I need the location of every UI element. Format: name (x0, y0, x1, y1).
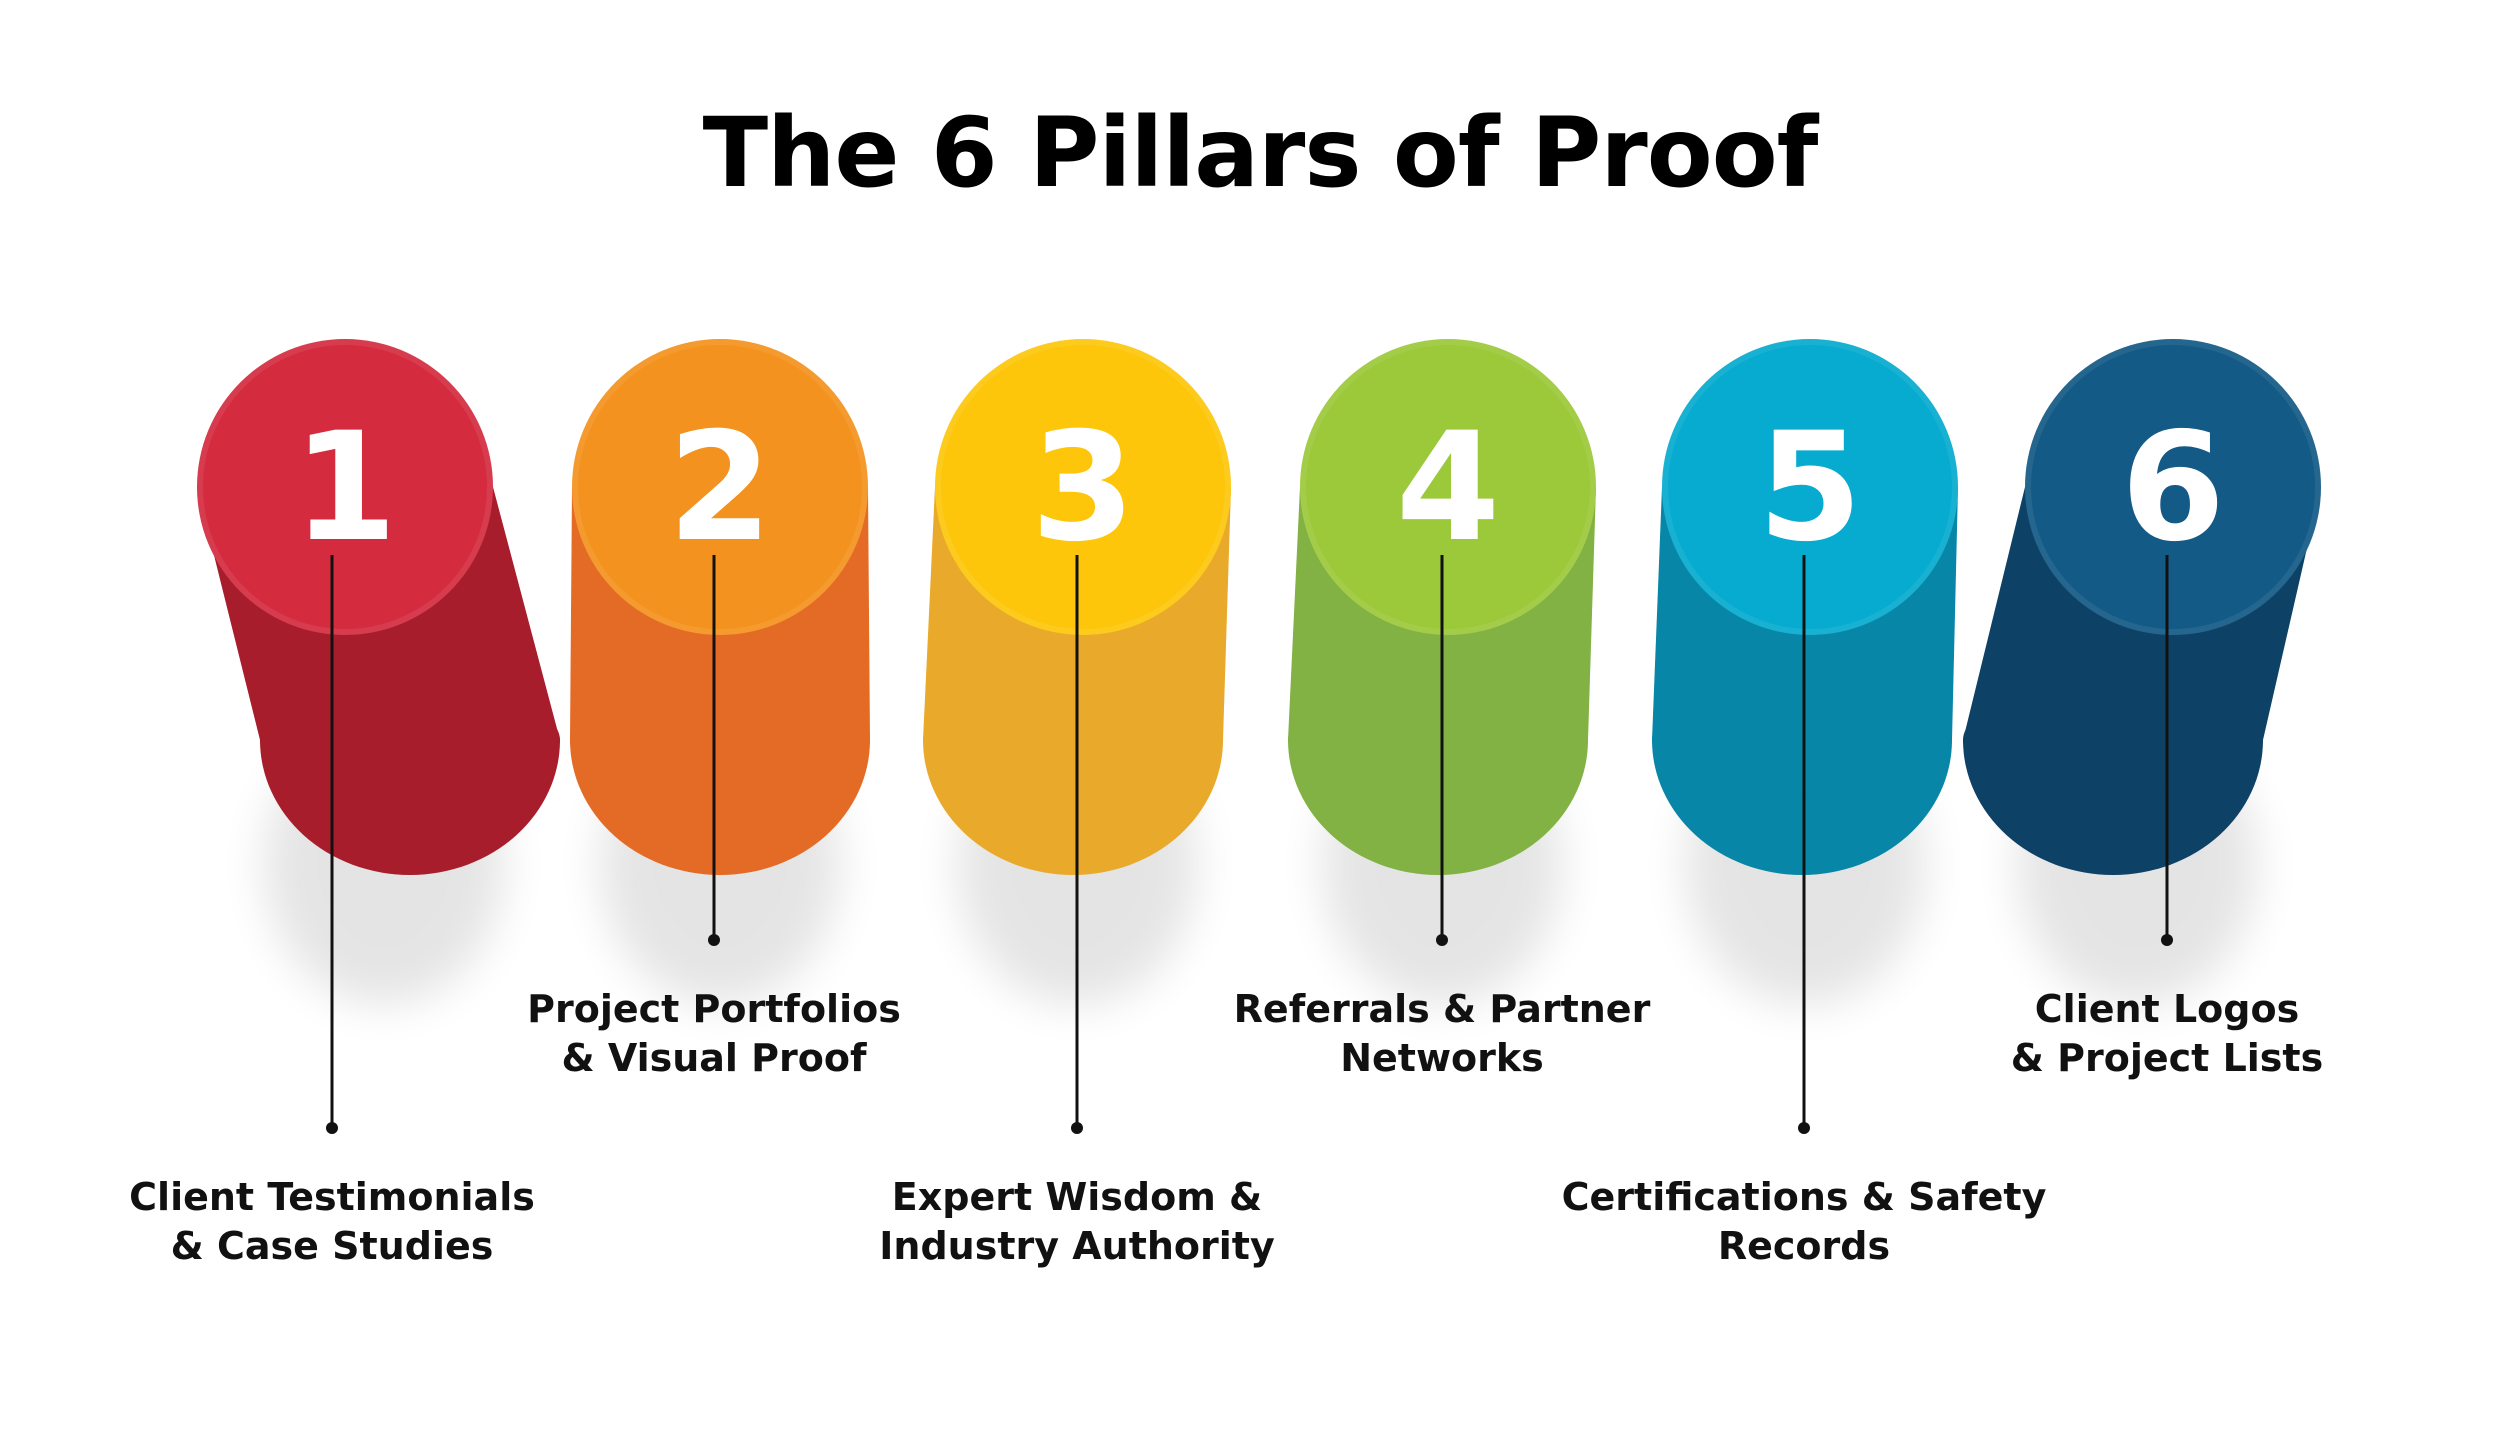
pillar-label-line: Expert Wisdom & (891, 1175, 1263, 1219)
pillar-number: 3 (1031, 401, 1135, 575)
pillar-number: 1 (293, 401, 397, 575)
pillar-6: 6 (1963, 339, 2321, 1005)
pillar-head (935, 339, 1231, 635)
pillar-base (1288, 685, 1588, 795)
pillar-label-6: Client Logos & Project Lists (1907, 985, 2427, 1083)
pillar-number: 6 (2121, 401, 2225, 575)
pillar-number: 2 (668, 401, 772, 575)
pillar-base (1963, 685, 2263, 795)
pillar-base (1652, 685, 1952, 795)
pillar-label-line: & Project Lists (2010, 1036, 2324, 1080)
pillar-label-2: Project Portfolios & Visual Proof (454, 985, 974, 1083)
pillar-head (2025, 339, 2321, 635)
pillar-label-line: Project Portfolios (527, 987, 901, 1031)
pillar-leader-dot (326, 1122, 338, 1134)
pillar-number: 4 (1396, 401, 1500, 575)
pillar-2: 2 (570, 339, 870, 1005)
pillar-label-1: Client Testimonials & Case Studies (72, 1173, 592, 1271)
pillar-number: 5 (1758, 401, 1862, 575)
pillar-head (1662, 339, 1958, 635)
pillar-head-rim (197, 339, 493, 635)
pillar-head (197, 339, 493, 635)
pillar-head-rim (1662, 339, 1958, 635)
pillar-label-line: & Case Studies (170, 1224, 494, 1268)
pillar-head-rim (935, 339, 1231, 635)
pillar-base (923, 685, 1223, 795)
pillar-label-line: Industry Authority (879, 1224, 1275, 1268)
pillar-5: 5 (1652, 339, 1958, 1134)
pillar-leader-dot (1436, 934, 1448, 946)
pillar-1: 1 (197, 339, 560, 1134)
pillar-4: 4 (1288, 339, 1596, 1005)
pillar-label-line: Referrals & Partner (1233, 987, 1651, 1031)
pillar-head (572, 339, 868, 635)
pillar-leader-dot (708, 934, 720, 946)
pillar-label-3: Expert Wisdom & Industry Authority (817, 1173, 1337, 1271)
pillar-head-rim (1300, 339, 1596, 635)
page-title: The 6 Pillars of Proof (702, 97, 1819, 209)
pillar-label-line: Client Testimonials (129, 1175, 535, 1219)
pillar-head (1300, 339, 1596, 635)
pillar-base (570, 685, 870, 795)
pillar-leader-dot (1071, 1122, 1083, 1134)
pillar-base (260, 685, 560, 795)
pillar-leader-dot (2161, 934, 2173, 946)
pillar-label-line: & Visual Proof (561, 1036, 867, 1080)
pillar-head-rim (572, 339, 868, 635)
pillar-label-line: Networks (1340, 1036, 1544, 1080)
pillar-label-line: Certifications & Safety (1561, 1175, 2047, 1219)
pillar-head-rim (2025, 339, 2321, 635)
pillar-leader-dot (1798, 1122, 1810, 1134)
pillar-label-line: Records (1717, 1224, 1891, 1268)
pillar-3: 3 (923, 339, 1231, 1134)
pillar-label-line: Client Logos (2034, 987, 2300, 1031)
